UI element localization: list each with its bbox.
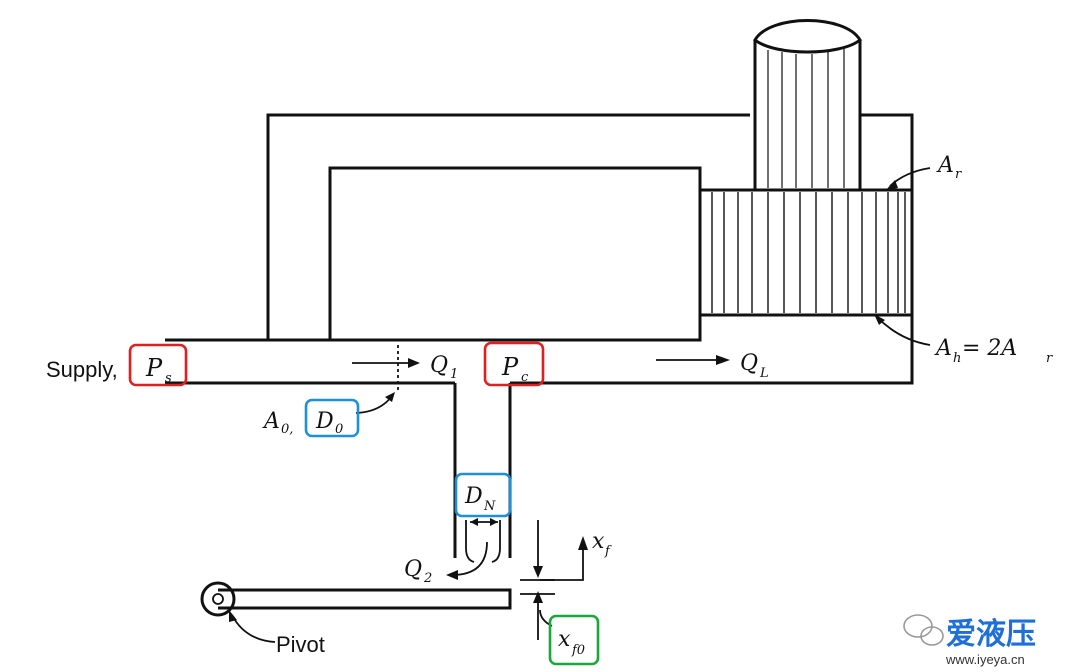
pivot-leader xyxy=(231,614,276,643)
xf-subscript: f xyxy=(604,544,612,559)
rod-column xyxy=(753,19,862,190)
xf0-subscript: f0 xyxy=(571,643,585,658)
ah-symbol: A xyxy=(934,336,952,361)
ps-symbol: P xyxy=(145,354,163,382)
ps-highlight xyxy=(128,343,188,387)
ql-arrow xyxy=(656,355,730,365)
ah-subscript: h xyxy=(953,351,961,366)
a0-subscript: 0, xyxy=(281,422,293,437)
xf0-highlight xyxy=(548,614,600,666)
dn-subscript: N xyxy=(483,499,496,514)
d0-subscript: 0 xyxy=(335,422,343,437)
q2-symbol: Q xyxy=(404,557,422,582)
pivot-label: Pivot xyxy=(276,632,325,657)
ar-subscript: r xyxy=(955,167,962,182)
ar-symbol: A xyxy=(936,153,954,178)
dn-highlight xyxy=(454,472,512,518)
ah-rhs: = 2A xyxy=(962,336,1017,361)
watermark: 爱液压 www.iyeya.cn xyxy=(903,614,1036,667)
pc-highlight xyxy=(483,341,545,387)
ql-symbol: Q xyxy=(740,351,758,376)
piston-rod xyxy=(698,188,914,317)
cylinder-body xyxy=(328,166,702,342)
dn-symbol: D xyxy=(464,484,483,509)
q1-arrow xyxy=(352,358,420,368)
ah-rhs-subscript: r xyxy=(1046,351,1053,366)
xf-symbol: x xyxy=(592,529,605,554)
nozzle-pipe xyxy=(453,383,512,563)
a0-symbol: A xyxy=(262,409,280,434)
watermark-brand: 爱液压 xyxy=(946,617,1036,652)
q1-subscript: 1 xyxy=(450,367,458,382)
flapper-lever xyxy=(200,581,512,617)
ah-leader xyxy=(877,317,931,346)
wechat-icon xyxy=(903,614,944,646)
xf0-symbol: x xyxy=(558,627,571,652)
ql-subscript: L xyxy=(759,366,769,381)
flapper-gap-dimension xyxy=(520,520,588,640)
d0-symbol: D xyxy=(315,409,334,434)
q2-subscript: 2 xyxy=(423,571,432,586)
d0-highlight xyxy=(304,398,360,438)
ps-subscript: s xyxy=(165,371,172,386)
watermark-url: www.iyeya.cn xyxy=(945,652,1025,667)
pc-symbol: P xyxy=(501,353,519,381)
q1-symbol: Q xyxy=(430,353,448,378)
supply-label: Supply, xyxy=(46,357,118,382)
a0-leader xyxy=(355,395,393,414)
pc-subscript: c xyxy=(521,370,529,385)
q2-arrow xyxy=(446,541,488,580)
